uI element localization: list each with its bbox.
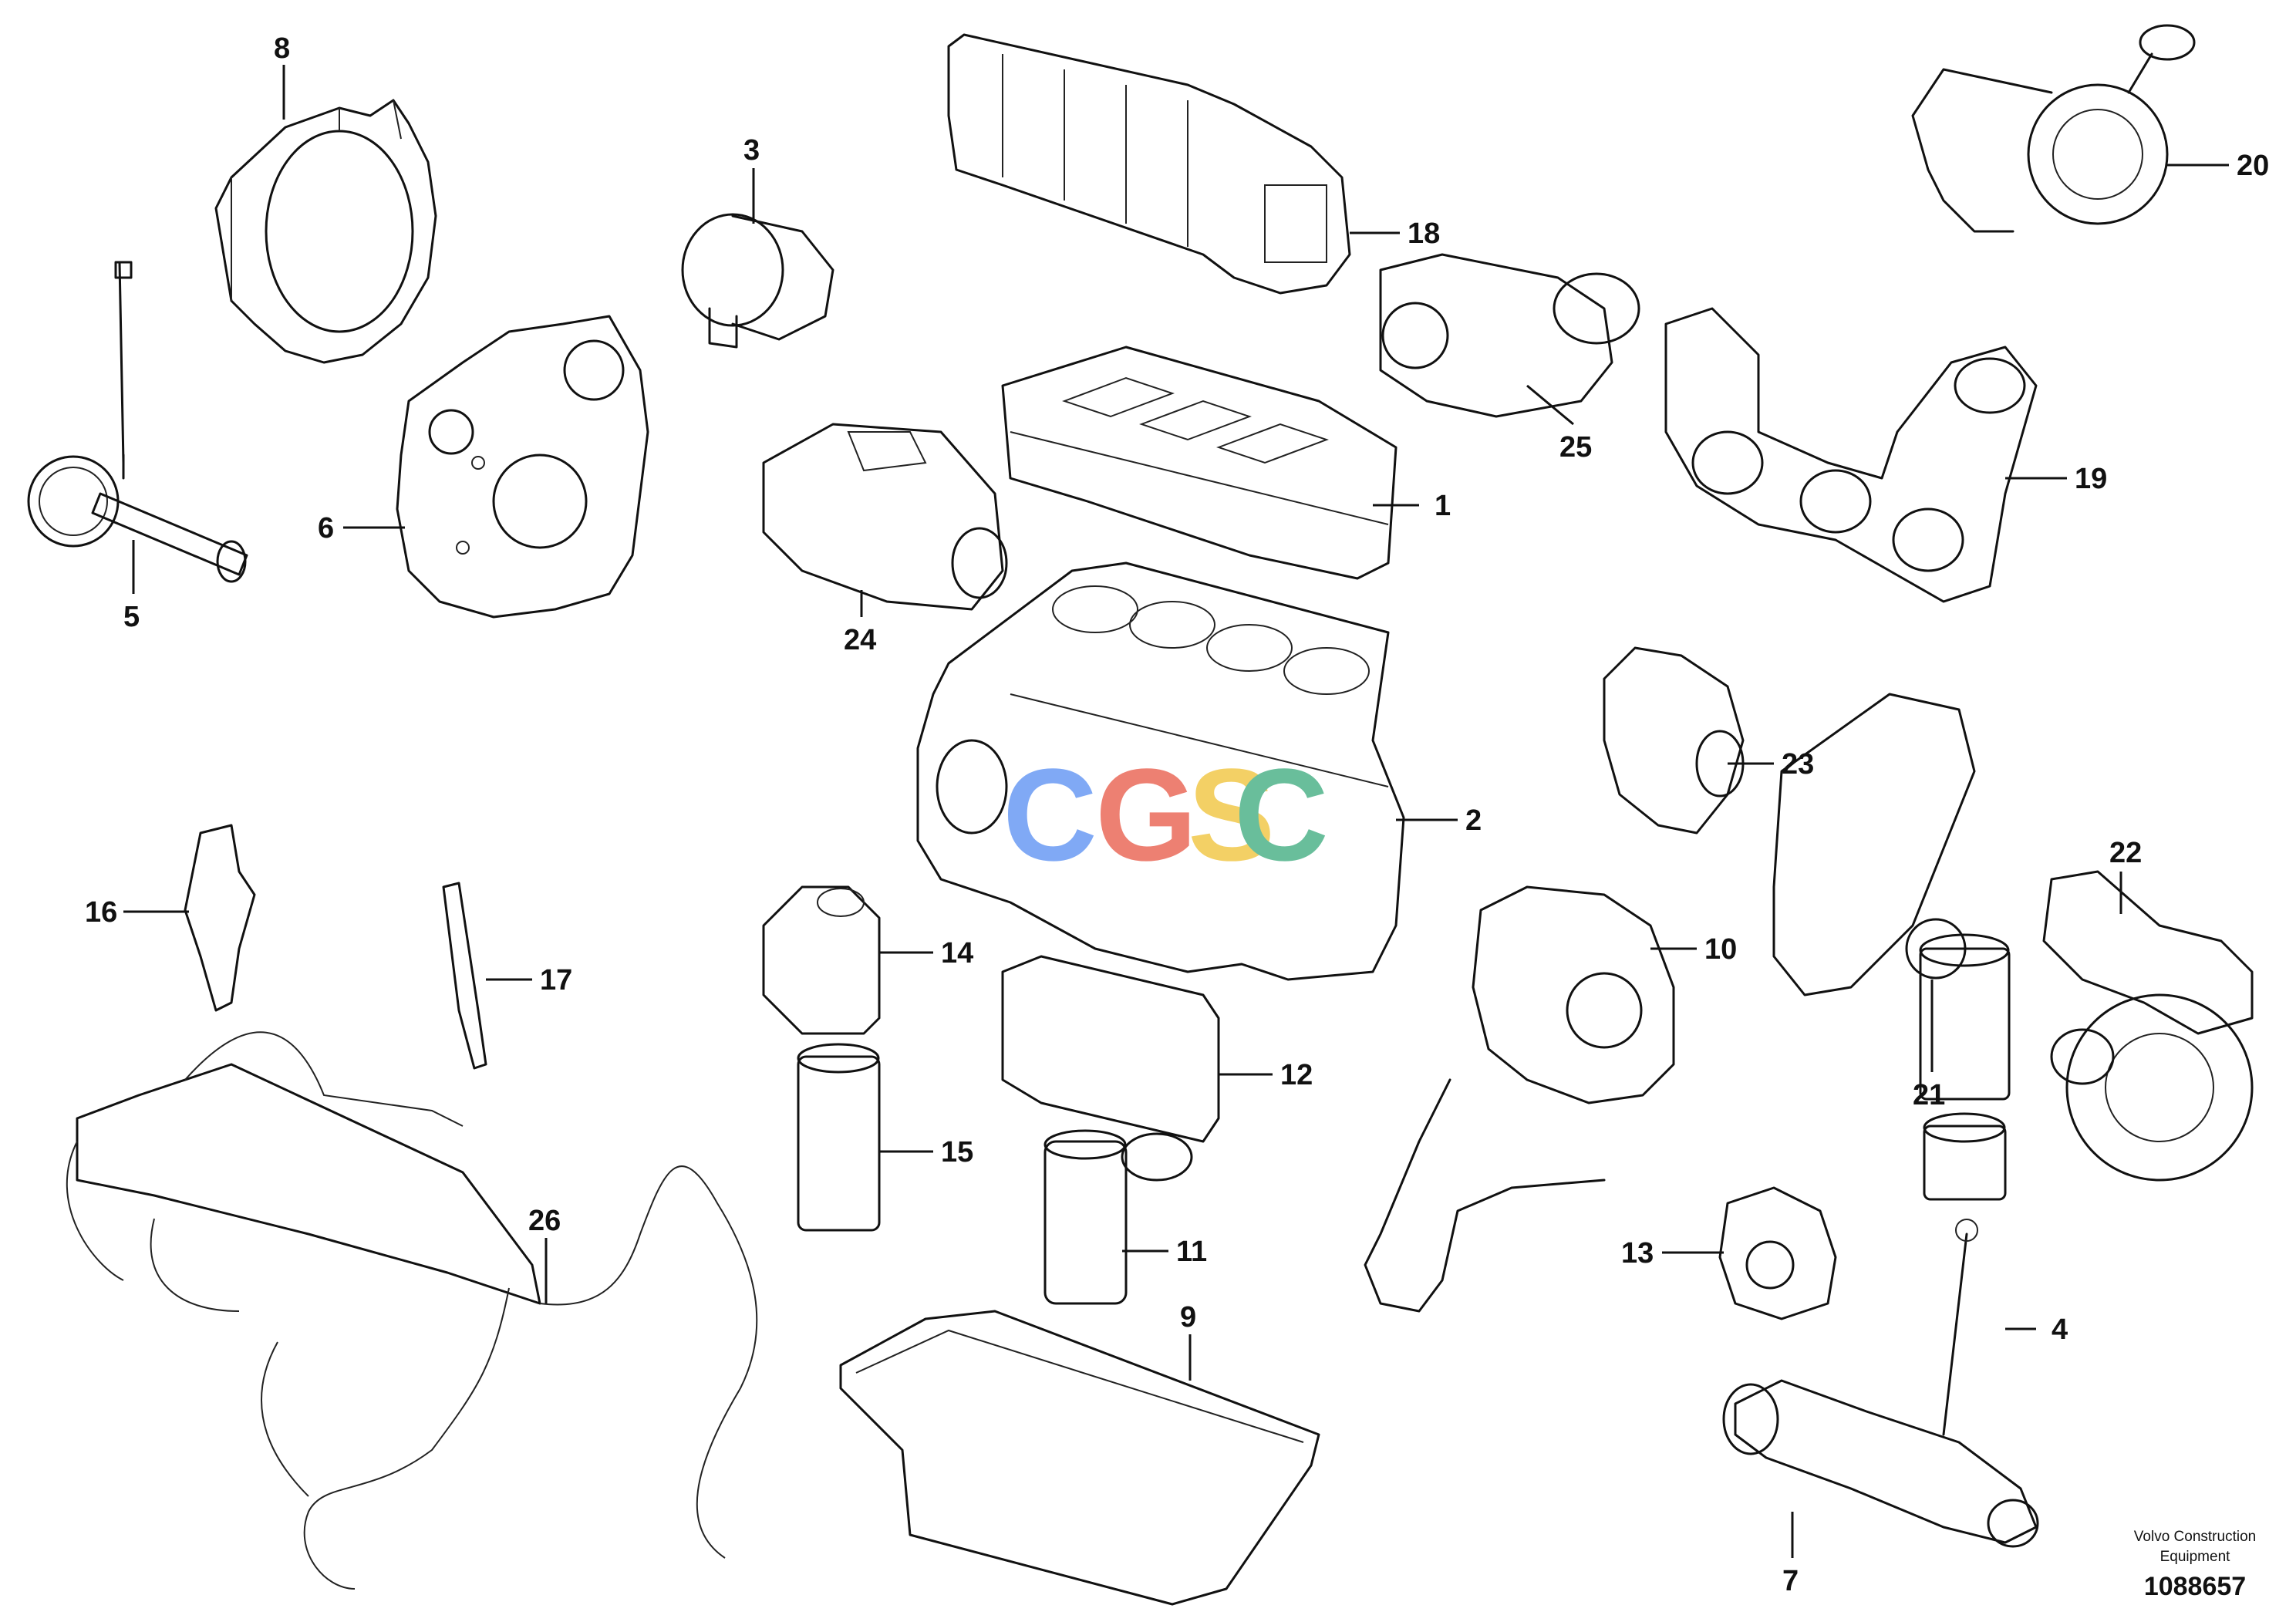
- callout-22: 22: [2109, 837, 2142, 869]
- leader-25: [1526, 384, 1574, 426]
- watermark-logo: C G S C: [1003, 742, 1329, 889]
- oil-filter-insert-part: [1043, 1129, 1128, 1305]
- callout-1: 1: [1435, 490, 1451, 522]
- turbocharger-part: [1911, 24, 2196, 233]
- callout-23: 23: [1782, 748, 1814, 781]
- timing-cover-part: [396, 315, 649, 619]
- bracket-part: [1718, 1186, 1837, 1320]
- callout-3: 3: [743, 134, 760, 167]
- oil-pump-part: [1364, 885, 1675, 1313]
- callout-16: 16: [85, 896, 117, 929]
- leader-lines: [123, 65, 2229, 1558]
- callout-14: 14: [941, 937, 973, 969]
- engine-block-part: [916, 561, 1405, 981]
- oil-filter-head-part: [762, 885, 881, 1035]
- callout-5: 5: [123, 601, 140, 633]
- callout-7: 7: [1782, 1565, 1799, 1597]
- callout-17: 17: [540, 964, 572, 996]
- crankshaft-part: [1722, 1219, 2039, 1548]
- brand-block: Volvo Construction Equipment 1088657: [2134, 1529, 2256, 1601]
- callout-20: 20: [2237, 150, 2269, 182]
- callout-13: 13: [1621, 1237, 1654, 1270]
- starter-motor-part: [762, 423, 1008, 611]
- callout-26: 26: [528, 1205, 561, 1237]
- brand-line-1: Volvo Construction: [2134, 1529, 2256, 1545]
- callout-9: 9: [1180, 1301, 1196, 1334]
- exhaust-manifold-part: [1664, 307, 2038, 603]
- oil-sump-part: [839, 1310, 1320, 1606]
- watermark-letter-s: S: [1188, 742, 1275, 889]
- alternator-part: [681, 213, 834, 349]
- callout-24: 24: [844, 624, 876, 656]
- watermark-letter-c2: C: [1234, 742, 1329, 889]
- callout-4: 4: [2052, 1313, 2068, 1346]
- callout-19: 19: [2075, 463, 2107, 495]
- crankshaft-pulley-part: [2042, 870, 2254, 1182]
- callout-25: 25: [1559, 431, 1592, 464]
- wiring-harness-part: [66, 1031, 758, 1590]
- callout-21: 21: [1913, 1079, 1945, 1111]
- callout-12: 12: [1280, 1059, 1313, 1091]
- water-pump-part: [1603, 646, 1745, 835]
- intake-manifold-part: [947, 33, 1351, 295]
- document-number: 1088657: [2144, 1572, 2246, 1601]
- flywheel-housing-part: [214, 99, 437, 364]
- camshaft-part: [27, 261, 248, 583]
- callout-10: 10: [1704, 933, 1737, 966]
- callout-numbers: 1 2 3 4 5 6 7 8 9 10 11 12 13 14 15 16 1…: [85, 32, 2269, 1597]
- watermark-letter-g: G: [1095, 742, 1197, 889]
- callout-6: 6: [318, 512, 334, 545]
- piston-liner-part: [1919, 933, 2011, 1201]
- callout-8: 8: [274, 32, 290, 65]
- callout-11: 11: [1176, 1236, 1207, 1268]
- watermark-letter-c1: C: [1003, 742, 1097, 889]
- callout-18: 18: [1408, 218, 1440, 250]
- injector-part: [442, 882, 487, 1070]
- cylinder-head-part: [1001, 346, 1397, 580]
- callout-2: 2: [1465, 804, 1482, 837]
- brand-line-2: Equipment: [2160, 1549, 2231, 1565]
- callout-15: 15: [941, 1136, 973, 1168]
- oil-filter-part: [797, 1043, 881, 1232]
- oil-cooler-part: [1001, 955, 1220, 1182]
- egr-valve-part: [1379, 253, 1640, 418]
- injection-pump-part: [184, 824, 256, 1012]
